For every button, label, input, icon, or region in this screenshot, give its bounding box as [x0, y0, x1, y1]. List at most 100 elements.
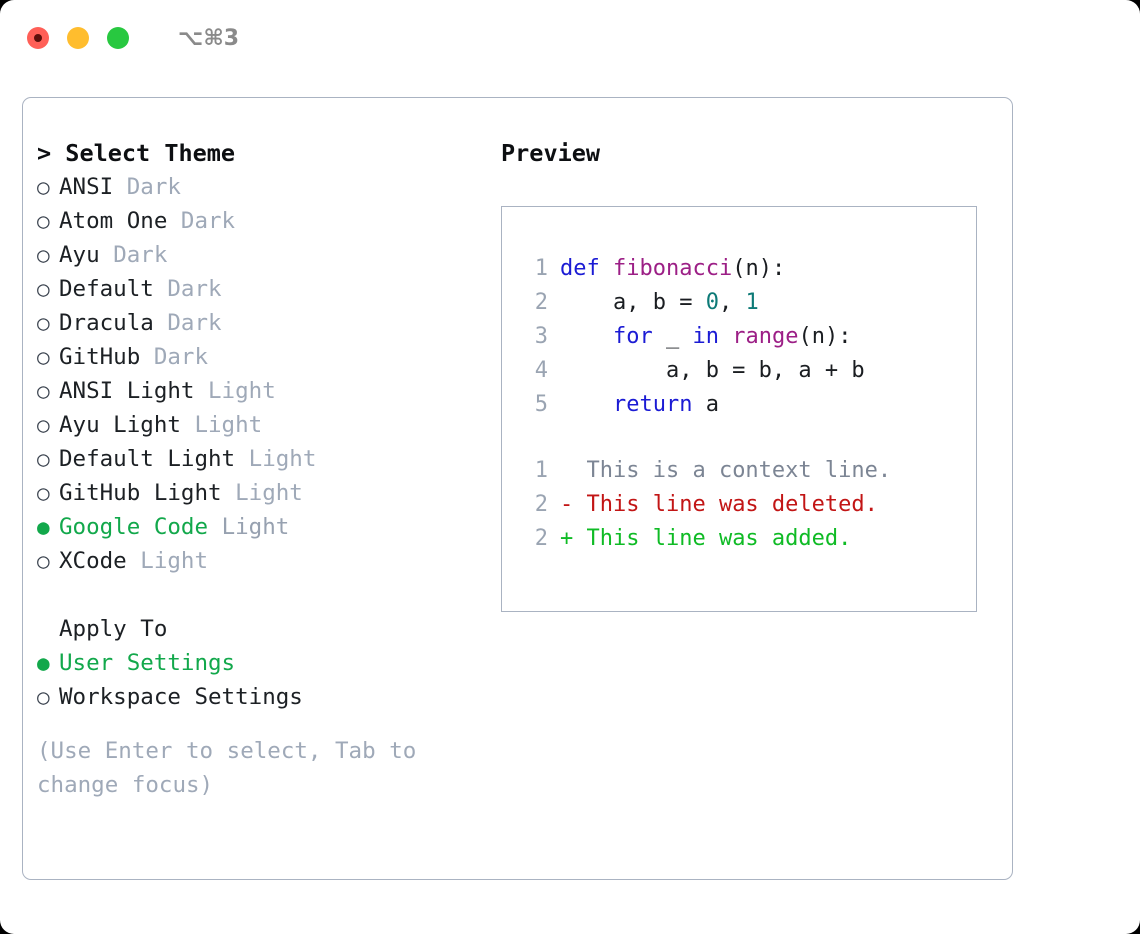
theme-list-item[interactable]: ○ANSI Light Light: [37, 374, 507, 408]
line-number: 4: [534, 358, 548, 383]
code-token-kw: for: [612, 324, 653, 349]
label-spacer: [154, 272, 168, 306]
diff-marker: [560, 458, 573, 483]
recording-indicator-icon: [34, 34, 42, 42]
label-spacer: [194, 374, 208, 408]
theme-list-item[interactable]: ○XCode Light: [37, 544, 507, 578]
code-token-punct: (n):: [732, 256, 786, 281]
list-spacer: [37, 578, 507, 612]
label-spacer: [208, 510, 222, 544]
theme-variant-tag: Light: [221, 514, 290, 540]
label-spacer: [113, 170, 127, 204]
theme-name-label: Atom One: [59, 208, 168, 234]
code-token-plain: a, b = b, a + b: [560, 358, 865, 383]
radio-unselected-icon[interactable]: ○: [37, 481, 50, 505]
theme-name-label: Default: [59, 276, 154, 302]
theme-name-label: Dracula: [59, 310, 154, 336]
theme-variant-tag: Light: [248, 446, 317, 472]
theme-list[interactable]: ○ANSI Dark○Atom One Dark○Ayu Dark○Defaul…: [37, 170, 507, 578]
theme-name-label: GitHub Light: [59, 480, 222, 506]
radio-unselected-icon[interactable]: ○: [37, 209, 50, 233]
theme-variant-tag: Dark: [153, 344, 209, 370]
main-panel: > Select Theme ○ANSI Dark○Atom One Dark○…: [22, 97, 1013, 880]
line-number: 5: [534, 392, 548, 417]
minimize-button[interactable]: [67, 27, 89, 49]
keyboard-shortcut-label: ⌥⌘3: [178, 25, 240, 51]
theme-list-item[interactable]: ○ Dracula Dark: [37, 306, 507, 340]
theme-list-item[interactable]: ○Default Dark: [37, 272, 507, 306]
window-titlebar: ⌥⌘3: [0, 0, 1140, 76]
code-token-plain: [560, 392, 613, 417]
radio-unselected-icon[interactable]: ○: [37, 277, 50, 301]
apply-to-option[interactable]: ● User Settings: [37, 646, 507, 680]
radio-unselected-icon[interactable]: ○: [37, 447, 50, 471]
diff-text: This line was added.: [573, 526, 852, 551]
radio-unselected-icon[interactable]: ○: [37, 345, 50, 369]
theme-list-item[interactable]: ○ GitHub Dark: [37, 340, 507, 374]
theme-list-item[interactable]: ○ Atom One Dark: [37, 204, 507, 238]
code-token-plain: [560, 324, 613, 349]
diff-line: 2- This line was deleted.: [502, 488, 976, 522]
theme-list-item[interactable]: ○ANSI Dark: [37, 170, 507, 204]
code-line: 2 a, b = 0, 1: [502, 286, 976, 320]
label-spacer: [140, 340, 154, 374]
keyboard-hint: (Use Enter to select, Tab to change focu…: [37, 734, 467, 802]
theme-list-item[interactable]: ○Ayu Dark: [37, 238, 507, 272]
label-spacer: [127, 544, 141, 578]
code-token-kw: return: [612, 392, 693, 417]
maximize-button[interactable]: [107, 27, 129, 49]
select-theme-header-row: > Select Theme: [37, 136, 507, 170]
diff-text: This line was deleted.: [573, 492, 878, 517]
line-number: 2: [534, 526, 548, 551]
apply-to-option[interactable]: ○ Workspace Settings: [37, 680, 507, 714]
theme-selector-column: > Select Theme ○ANSI Dark○Atom One Dark○…: [37, 136, 507, 802]
apply-to-label: Workspace Settings: [59, 684, 303, 710]
theme-variant-tag: Dark: [180, 208, 236, 234]
preview-heading: Preview: [501, 139, 601, 167]
diff-marker: +: [560, 526, 574, 551]
label-spacer: [235, 442, 249, 476]
code-token-num: 1: [745, 290, 759, 315]
line-number: 3: [534, 324, 548, 349]
diff-text: This is a context line.: [573, 458, 892, 483]
apply-to-label: User Settings: [59, 650, 236, 676]
apply-to-options[interactable]: ● User Settings ○ Workspace Settings: [37, 646, 507, 714]
theme-name-label: Ayu Light: [59, 412, 181, 438]
radio-unselected-icon[interactable]: ○: [37, 175, 50, 199]
code-diff-gap: [502, 422, 976, 454]
radio-unselected-icon[interactable]: ○: [37, 413, 50, 437]
radio-selected-icon[interactable]: ●: [37, 651, 50, 675]
code-line: 4 a, b = b, a + b: [502, 354, 976, 388]
theme-name-label: ANSI Light: [59, 378, 195, 404]
line-number: 2: [534, 290, 548, 315]
theme-list-item[interactable]: ●Google Code Light: [37, 510, 507, 544]
radio-unselected-icon[interactable]: ○: [37, 243, 50, 267]
theme-list-item[interactable]: ○ GitHub Light Light: [37, 476, 507, 510]
theme-variant-tag: Dark: [167, 310, 222, 336]
label-spacer: [181, 408, 195, 442]
theme-variant-tag: Light: [140, 548, 209, 574]
radio-unselected-icon[interactable]: ○: [37, 685, 50, 709]
theme-variant-tag: Dark: [126, 174, 181, 200]
radio-unselected-icon[interactable]: ○: [37, 379, 50, 403]
keyboard-hint-line-2: change focus): [37, 772, 214, 798]
code-line: 5 return a: [502, 388, 976, 422]
keyboard-hint-line-1: (Use Enter to select, Tab to: [37, 738, 417, 764]
radio-unselected-icon[interactable]: ○: [37, 311, 50, 335]
theme-name-label: Default Light: [59, 446, 236, 472]
code-token-plain: a: [692, 392, 719, 417]
theme-variant-tag: Light: [235, 480, 303, 506]
code-token-fn: range: [732, 324, 799, 349]
code-token-plain: a, b =: [560, 290, 706, 315]
theme-list-item[interactable]: ○Ayu Light Light: [37, 408, 507, 442]
label-spacer: [100, 238, 114, 272]
code-token-plain: ,: [718, 290, 746, 315]
theme-list-item[interactable]: ○ Default Light Light: [37, 442, 507, 476]
theme-name-label: GitHub: [59, 344, 141, 370]
radio-unselected-icon[interactable]: ○: [37, 549, 50, 573]
label-spacer: [167, 204, 181, 238]
close-button[interactable]: [27, 27, 49, 49]
radio-selected-icon[interactable]: ●: [37, 515, 50, 539]
